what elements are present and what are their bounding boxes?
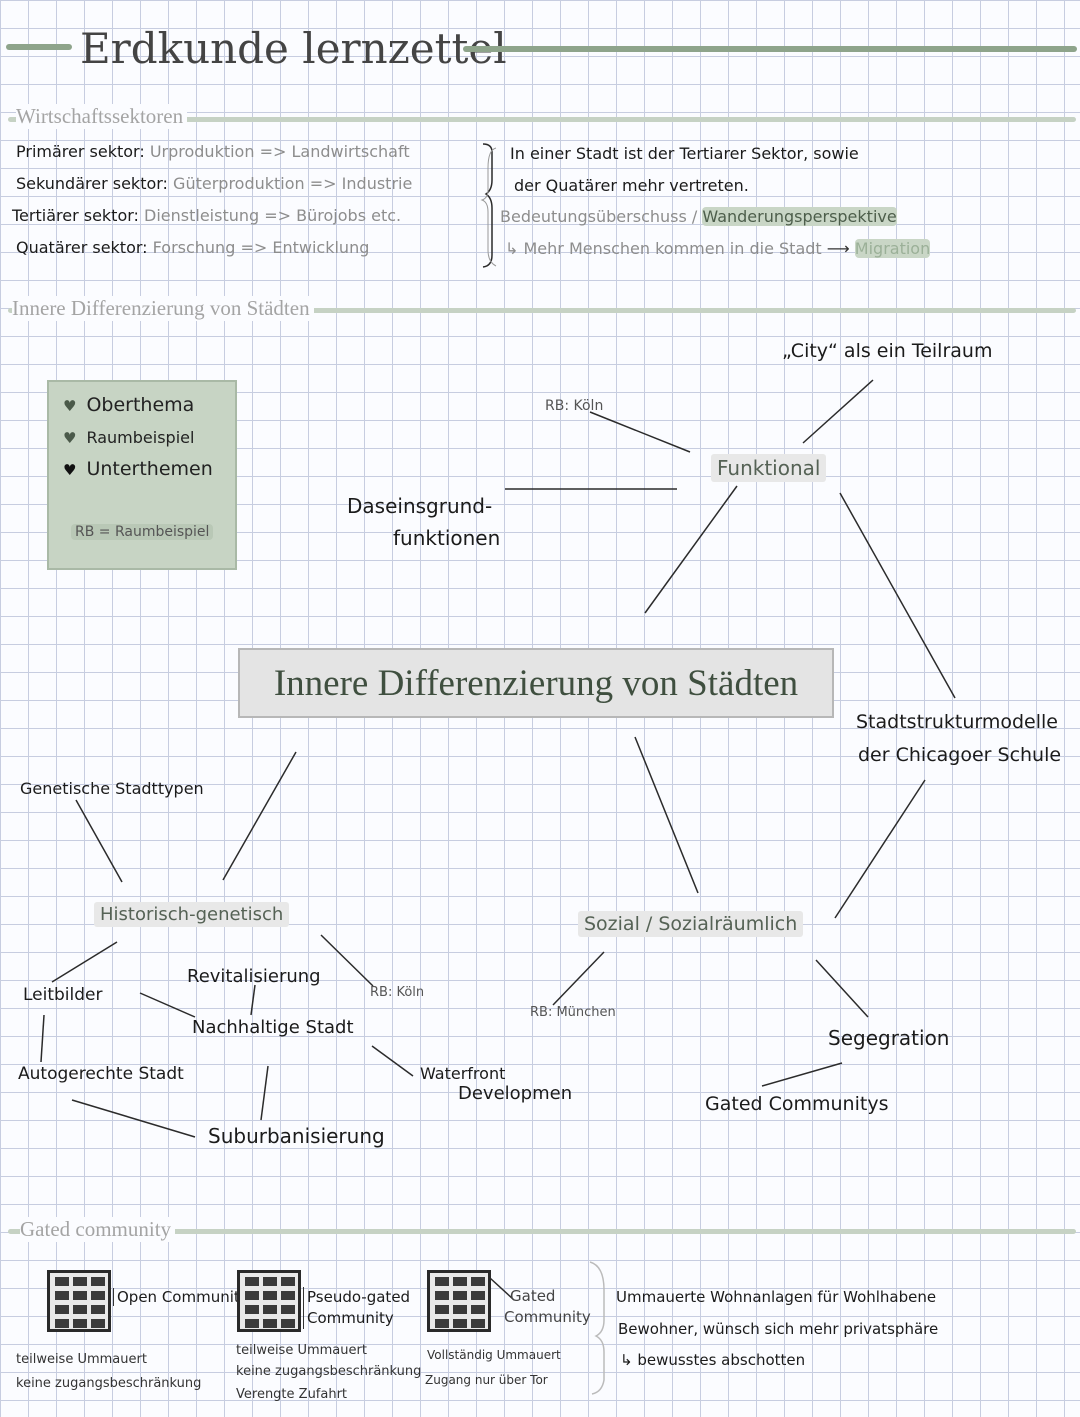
gated-type-pseudo-desc2: keine zugangsbeschränkung bbox=[236, 1364, 422, 1379]
gated-type-pseudo-desc1: teilweise Ummauert bbox=[236, 1343, 367, 1358]
daseinsgrundfunktionen-1: Daseinsgrund- bbox=[347, 494, 493, 518]
sektor-primaer: Primärer sektor: Urproduktion => Landwir… bbox=[16, 142, 410, 161]
page-title: Erdkunde lernzettel bbox=[80, 24, 507, 73]
gated-note-1: Ummauerte Wohnanlagen für Wohlhabene bbox=[616, 1288, 937, 1306]
gated-type-gated-desc2: Zugang nur über Tor bbox=[425, 1373, 548, 1387]
sektor-quataer: Quatärer sektor: Forschung => Entwicklun… bbox=[16, 238, 370, 257]
section-heading-wirtschaft: Wirtschaftssektoren bbox=[16, 104, 188, 129]
mindmap-center: Innere Differenzierung von Städten bbox=[238, 648, 834, 718]
section-rule-innere bbox=[8, 308, 1076, 313]
sektor-note-4: ↳ Mehr Menschen kommen in die Stadt ⟶ Mi… bbox=[505, 239, 931, 258]
heart-icon: ♥ bbox=[63, 397, 77, 415]
building-icon bbox=[47, 1270, 111, 1332]
title-rule-right bbox=[463, 46, 1077, 52]
section-rule-gated bbox=[8, 1229, 1076, 1234]
sektor-note-1: In einer Stadt ist der Tertiarer Sektor,… bbox=[510, 144, 859, 163]
heart-icon: ♥ bbox=[63, 429, 77, 447]
sektor-tertiaer: Tertiärer sektor: Dienstleistung => Büro… bbox=[12, 206, 402, 225]
historisch-rb: RB: Köln bbox=[370, 985, 425, 1000]
legend-box: ♥Oberthema ♥Raumbeispiel ♥Unterthemen RB… bbox=[47, 380, 237, 570]
building-icon bbox=[237, 1270, 301, 1332]
daseinsgrundfunktionen-2: funktionen bbox=[393, 526, 501, 550]
funktional-node: Funktional bbox=[711, 454, 827, 482]
historisch-node: Historisch-genetisch bbox=[94, 902, 290, 927]
section-heading-gated: Gated community bbox=[20, 1217, 176, 1242]
autogerechte-stadt: Autogerechte Stadt bbox=[18, 1064, 184, 1084]
gated-type-pseudo-desc3: Verengte Zufahrt bbox=[236, 1387, 348, 1402]
gated-note-3: ↳ bewusstes abschotten bbox=[620, 1351, 806, 1369]
section-rule-wirtschaft bbox=[8, 117, 1076, 122]
leitbilder: Leitbilder bbox=[23, 985, 103, 1005]
legend-unterthemen: ♥Unterthemen bbox=[63, 458, 213, 480]
legend-raumbeispiel: ♥Raumbeispiel bbox=[63, 428, 195, 447]
heart-icon: ♥ bbox=[63, 461, 77, 479]
sektor-note-2: der Quatärer mehr vertreten. bbox=[514, 176, 749, 195]
sektor-sekundaer: Sekundärer sektor: Güterproduktion => In… bbox=[16, 174, 413, 193]
section-heading-innere: Innere Differenzierung von Städten bbox=[12, 296, 314, 321]
funktional-city: „City“ als ein Teilraum bbox=[782, 340, 993, 362]
stadtstruktur-1: Stadtstrukturmodelle bbox=[856, 711, 1058, 733]
segregation: Segegration bbox=[828, 1026, 950, 1050]
gated-type-open: Open Community bbox=[113, 1288, 249, 1306]
gated-type-gated-desc1: Vollständig Ummauert bbox=[427, 1348, 561, 1362]
revitalisierung: Revitalisierung bbox=[187, 966, 321, 987]
waterfront-1: Waterfront bbox=[420, 1064, 506, 1083]
waterfront-2: Developmen bbox=[458, 1083, 573, 1104]
legend-oberthema: ♥Oberthema bbox=[63, 394, 195, 416]
stadtstruktur-2: der Chicagoer Schule bbox=[858, 744, 1062, 766]
gated-communitys: Gated Communitys bbox=[705, 1093, 889, 1115]
suburbanisierung: Suburbanisierung bbox=[208, 1124, 385, 1148]
gated-note-2: Bewohner, wünsch sich mehr privatsphäre bbox=[618, 1320, 939, 1338]
gated-type-open-desc1: teilweise Ummauert bbox=[16, 1352, 147, 1367]
funktional-rb: RB: Köln bbox=[545, 398, 604, 414]
legend-note: RB = Raumbeispiel bbox=[71, 524, 214, 540]
sozial-node: Sozial / Sozialräumlich bbox=[578, 911, 804, 937]
building-icon bbox=[427, 1270, 491, 1332]
sektor-note-3: Bedeutungsüberschuss / Wanderungsperspek… bbox=[500, 207, 897, 226]
sozial-rb: RB: München bbox=[530, 1005, 616, 1020]
title-rule-left bbox=[6, 44, 72, 50]
nachhaltige-stadt: Nachhaltige Stadt bbox=[192, 1017, 354, 1038]
gated-type-open-desc2: keine zugangsbeschränkung bbox=[16, 1376, 202, 1391]
genetische-stadttypen: Genetische Stadttypen bbox=[20, 779, 204, 798]
